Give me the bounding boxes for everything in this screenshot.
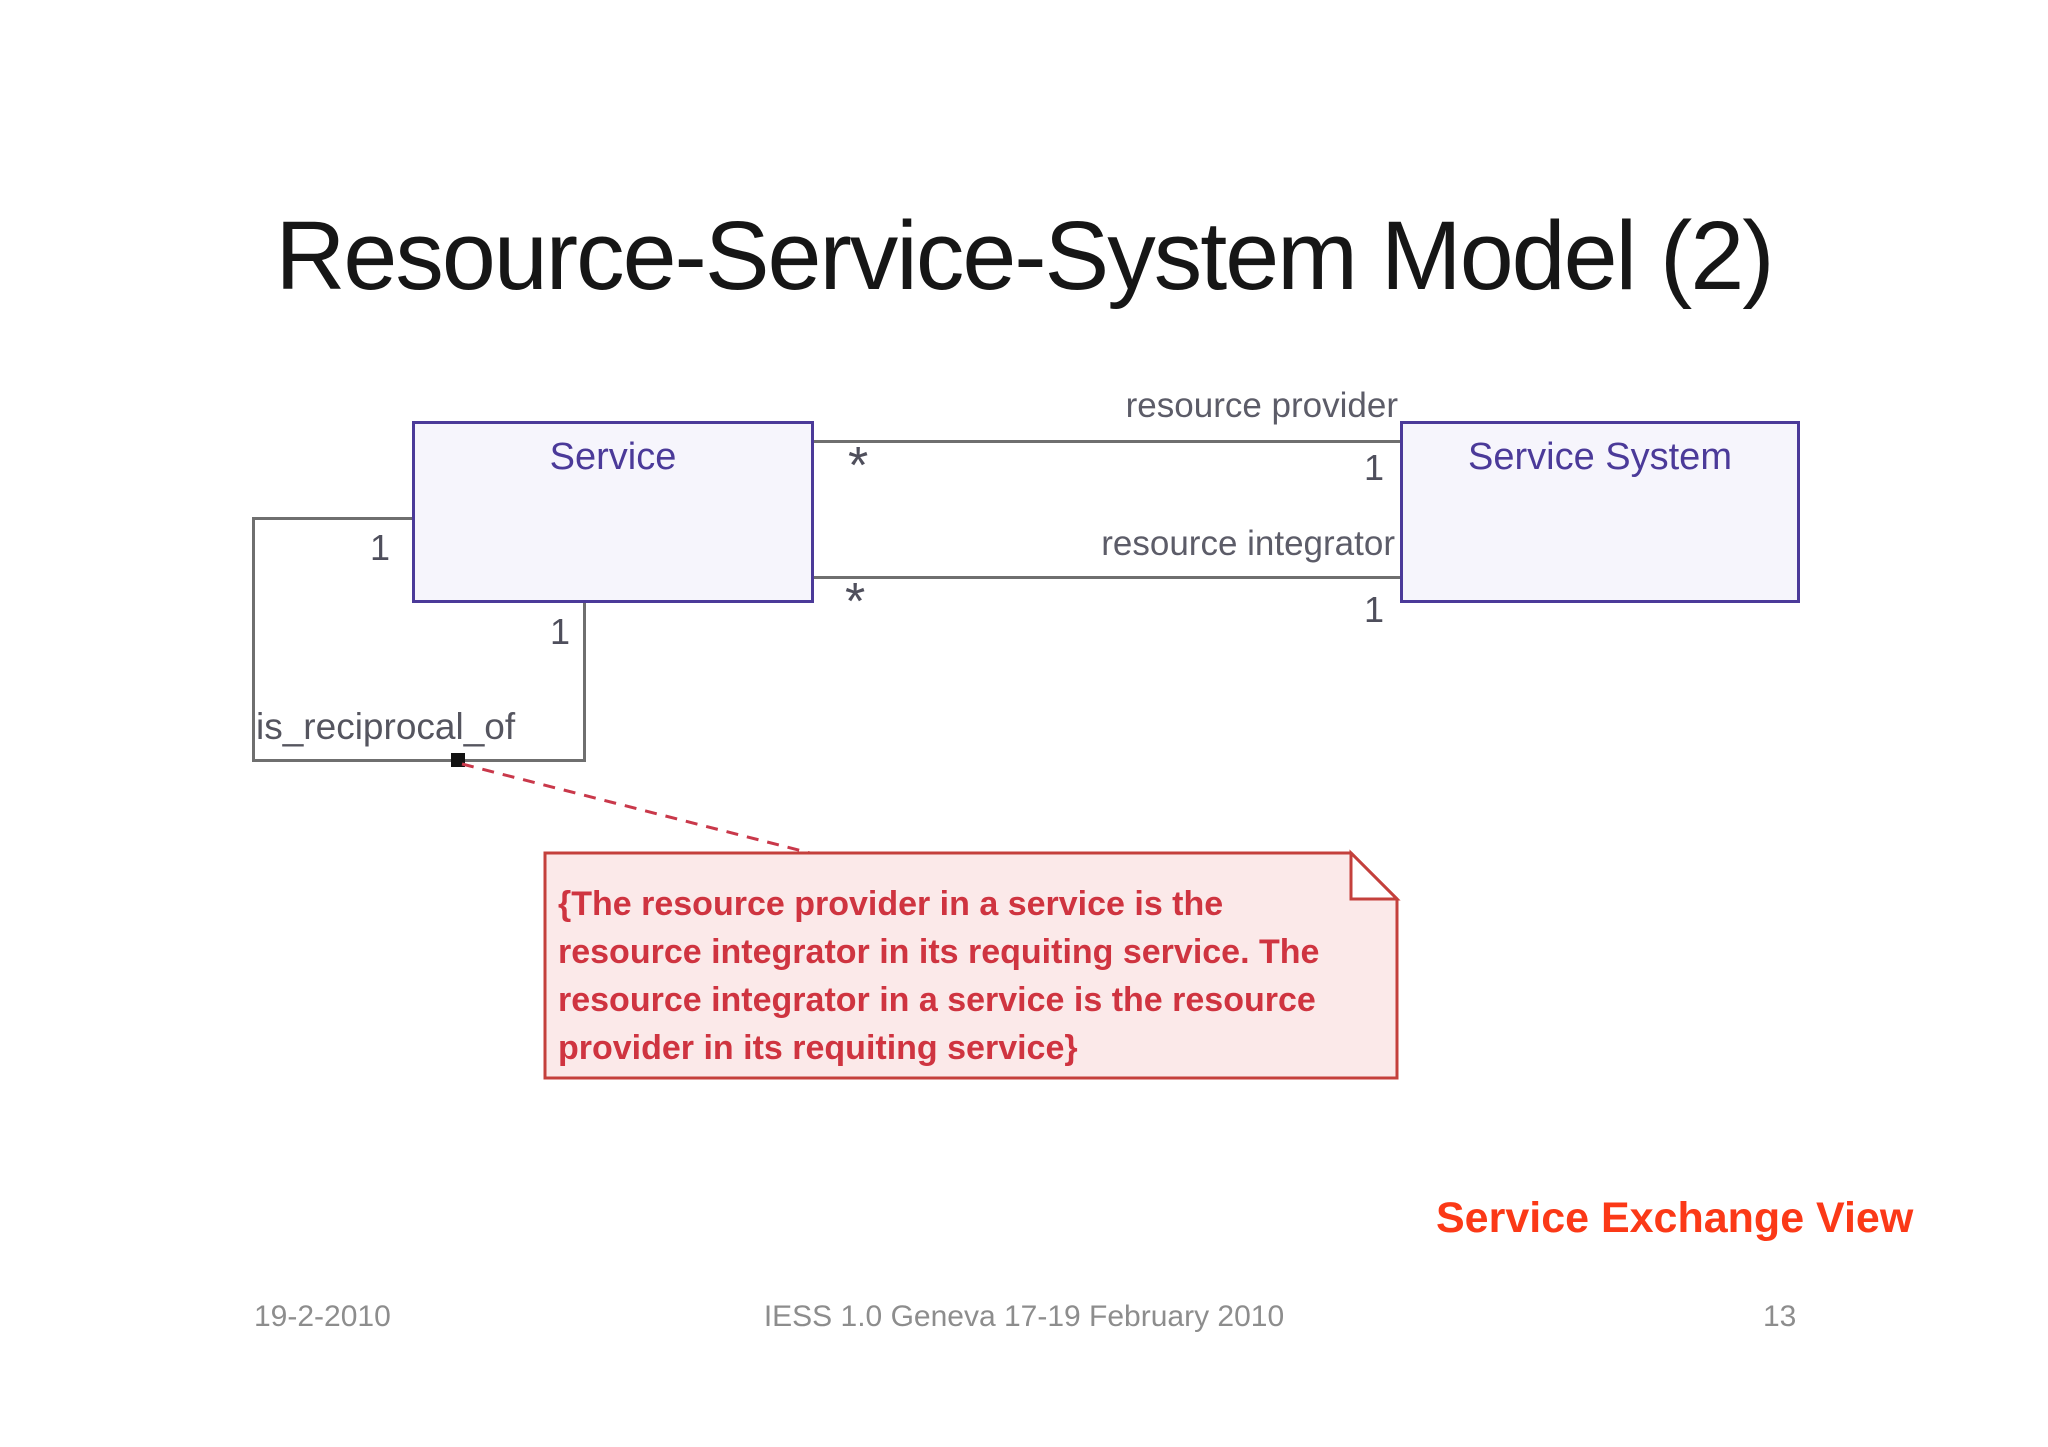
note-text-line: {The resource provider in a service is t… — [558, 885, 1224, 923]
multiplicity-provider-system: 1 — [1363, 447, 1384, 488]
anchor-handle — [451, 753, 465, 767]
multiplicity-provider-service: * — [848, 437, 869, 495]
self-association-loop — [252, 517, 586, 762]
annotation-service-exchange-view: Service Exchange View — [1436, 1194, 1914, 1242]
footer-date: 19-2-2010 — [254, 1300, 391, 1333]
multiplicity-integrator-service: * — [845, 573, 866, 631]
note-fold-icon — [1349, 849, 1401, 901]
role-label-resource-provider: resource provider — [1125, 386, 1398, 425]
footer-page-number: 13 — [1763, 1300, 1797, 1333]
page-title: Resource-Service-System Model (2) — [275, 201, 1774, 310]
multiplicity-self-b: 1 — [549, 611, 570, 652]
class-box-service-system: Service System — [1400, 421, 1800, 603]
uml-note-shape — [543, 851, 1399, 1080]
note-text-line: resource integrator in its requiting ser… — [558, 933, 1320, 971]
note-text-line: provider in its requiting service} — [558, 1029, 1078, 1067]
note-text-line: resource integrator in a service is the … — [558, 981, 1316, 1019]
class-label-service-system: Service System — [1468, 436, 1732, 478]
class-box-service: Service — [412, 421, 814, 603]
note-dashed-connector — [461, 762, 823, 858]
uml-note-text: {The resource provider in a service is t… — [558, 880, 1388, 1072]
class-label-service: Service — [549, 436, 677, 478]
multiplicity-self-a: 1 — [369, 527, 390, 568]
self-association-label: is_reciprocal_of — [256, 706, 516, 747]
footer-conference: IESS 1.0 Geneva 17-19 February 2010 — [763, 1300, 1285, 1333]
role-label-resource-integrator: resource integrator — [1101, 524, 1395, 563]
multiplicity-integrator-system: 1 — [1363, 589, 1384, 630]
